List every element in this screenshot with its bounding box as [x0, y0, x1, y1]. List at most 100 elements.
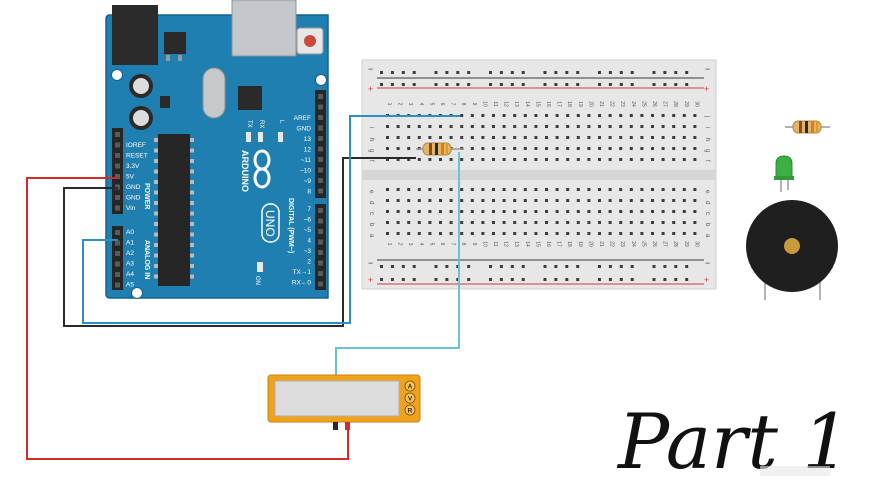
wire-a1-blue[interactable]	[82, 115, 460, 324]
column-number: 11	[492, 241, 498, 246]
wire-5v-red[interactable]	[26, 177, 349, 460]
column-number: 27	[662, 101, 668, 107]
column-number: 6	[439, 103, 445, 106]
mount-hole	[131, 287, 143, 299]
green-led[interactable]	[774, 155, 794, 192]
mode-button[interactable]	[404, 380, 416, 392]
wire-gnd-black[interactable]	[63, 157, 416, 327]
arduino-board[interactable]: TX RX L ON ARDUINO UNO IOREFRESET3.3V5VG…	[105, 0, 329, 299]
column-number: 3	[407, 103, 413, 106]
row-letter: b	[704, 223, 710, 227]
column-number: 20	[587, 241, 593, 247]
row-letter: e	[704, 190, 710, 194]
pin-label: GND	[126, 184, 141, 191]
mode-label: V	[408, 396, 413, 403]
probe-black[interactable]	[333, 422, 338, 430]
rx-led	[258, 132, 263, 142]
column-number: 28	[672, 101, 678, 107]
column-number: 24	[630, 101, 636, 107]
brand-label: ARDUINO	[240, 150, 250, 192]
column-number: 8	[460, 243, 466, 246]
column-number: 13	[513, 241, 519, 247]
column-number: 14	[524, 101, 530, 107]
pin-label: ~9	[304, 178, 312, 185]
column-number: 17	[556, 241, 562, 247]
column-number: 12	[503, 241, 509, 247]
chip-pins	[154, 138, 194, 279]
column-number: 29	[683, 241, 689, 247]
rx-label: RX	[258, 120, 264, 128]
mount-hole	[315, 74, 327, 86]
pin-label: ~11	[300, 157, 311, 164]
spare-resistor[interactable]	[785, 120, 830, 134]
column-number: 12	[503, 101, 509, 107]
breadboard[interactable]: − + − + − + − + 112233445566778899101011…	[361, 59, 717, 290]
pin-label: A2	[126, 250, 134, 257]
column-number: 22	[609, 241, 615, 247]
pin-label: 12	[304, 147, 312, 154]
row-letter: e	[368, 190, 374, 194]
column-number: 17	[556, 101, 562, 107]
pin-label: 7	[307, 206, 311, 213]
column-number: 4	[418, 243, 424, 246]
multimeter[interactable]: AVR	[267, 374, 421, 430]
pin-label: GND	[297, 126, 312, 133]
breadboard-column-numbers: 1122334455667788991010111112121313141415…	[386, 101, 699, 247]
column-number: 10	[481, 241, 487, 247]
pin-label: ~3	[304, 248, 312, 255]
pin-label: AREF	[294, 115, 311, 122]
power-title: POWER	[143, 183, 150, 209]
row-letter: i	[368, 127, 374, 128]
atmega-chip	[158, 134, 190, 286]
column-number: 25	[640, 101, 646, 107]
tx-label: TX	[246, 120, 252, 128]
resistor-on-breadboard[interactable]	[416, 142, 464, 156]
column-number: 5	[428, 103, 434, 106]
column-number: 3	[407, 243, 413, 246]
pin-label: RESET	[126, 153, 148, 160]
probe-red[interactable]	[345, 422, 350, 430]
crystal	[202, 67, 226, 119]
reset-button-cap	[304, 35, 316, 47]
power-header	[112, 128, 123, 214]
column-number: 27	[662, 241, 668, 247]
buzzer-center	[784, 238, 800, 254]
row-letter: g	[704, 149, 710, 152]
arduino-logo: ARDUINO	[240, 149, 271, 192]
column-number: 14	[524, 241, 530, 247]
column-number: 26	[651, 101, 657, 107]
l-led	[278, 132, 283, 142]
rail-minus-label: −	[705, 64, 710, 74]
row-letter: d	[704, 201, 710, 204]
pin-label: Vin	[126, 205, 136, 212]
mode-button[interactable]	[404, 392, 416, 404]
pin-label: 4	[307, 238, 311, 245]
row-letter: f	[704, 160, 710, 162]
column-number: 1	[386, 103, 392, 106]
mount-hole	[111, 69, 123, 81]
model-badge: UNO	[261, 203, 280, 243]
pin-label: GND	[126, 195, 141, 202]
row-letter: c	[368, 212, 374, 215]
column-number: 4	[418, 103, 424, 106]
digital-header-top	[315, 90, 326, 198]
wire-meter-teal[interactable]	[335, 152, 460, 375]
column-number: 8	[460, 103, 466, 106]
column-number: 24	[630, 241, 636, 247]
mode-label: R	[408, 408, 413, 415]
usb-chip	[238, 86, 262, 110]
mode-button[interactable]	[404, 404, 416, 416]
column-number: 2	[397, 243, 403, 246]
piezo-buzzer[interactable]	[746, 200, 838, 300]
pin-label: 13	[304, 136, 312, 143]
l-label: L	[278, 120, 284, 124]
rail-plus-label: +	[368, 84, 373, 94]
column-number: 29	[683, 101, 689, 107]
mode-label: A	[408, 384, 413, 391]
pin-label: ~5	[304, 227, 312, 234]
pin-label: A0	[126, 229, 134, 236]
